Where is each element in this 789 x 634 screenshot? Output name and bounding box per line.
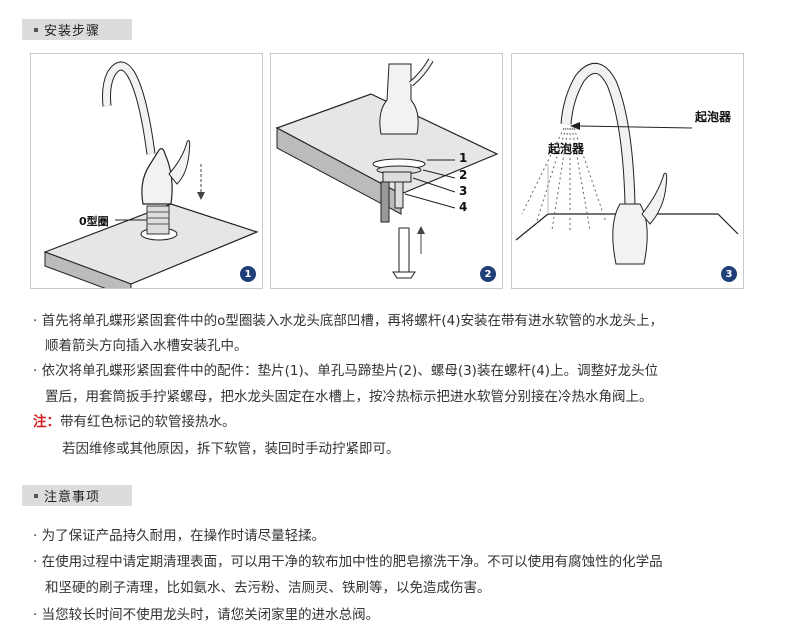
install-section-header: 安装步骤 [22,19,132,40]
notice-3: · 当您较长时间不使用龙头时，请您关闭家里的进水总阀。 [33,607,380,623]
part-1-label: 1 [459,151,468,165]
aerator-label: 起泡器 [695,110,732,124]
part-3-label: 3 [459,184,468,198]
step-3-illustration: 起泡器 起泡器 3 [511,53,744,289]
fixing-kit-drawing [275,58,499,279]
aerator-label-inner: 起泡器 [548,142,585,156]
install-section-title: 安装步骤 [44,24,101,39]
step-3-badge: 3 [721,266,737,282]
instruction-2-line2: 置后，用套筒扳手拧紧螺母，把水龙头固定在水槽上，按冷热标示把进水软管分别接在冷热… [45,389,653,405]
step-1-badge: 1 [240,266,256,282]
bullet-square-icon [34,493,38,498]
step-2-badge: 2 [480,266,496,282]
notice-section-header: 注意事项 [22,485,132,506]
faucet-install-drawing [43,61,259,288]
instruction-1-line1: · 首先将单孔蝶形紧固套件中的o型圈装入水龙头底部凹槽，再将螺杆(4)安装在带有… [33,313,663,329]
note-text-2: 若因维修或其他原因，拆下软管，装回时手动拧紧即可。 [62,441,400,457]
notice-section-title: 注意事项 [44,490,101,505]
note-label: 注： [33,414,60,430]
notice-2-line2: 和坚硬的刷子清理，比如氨水、去污粉、洁厕灵、铁刷等，以免造成伤害。 [45,580,491,596]
note-line: 注：带有红色标记的软管接热水。 [33,410,236,430]
step-1-illustration: 0型圈 1 [30,53,263,289]
notice-2-line1: · 在使用过程中请定期清理表面，可以用干净的软布加中性的肥皂擦洗干净。不可以使用… [33,554,663,570]
oring-label: 0型圈 [79,215,109,228]
step-2-illustration: 1 2 3 4 2 [270,53,503,289]
notice-1: · 为了保证产品持久耐用，在操作时请尽量轻揉。 [33,528,326,544]
part-2-label: 2 [459,168,468,182]
part-4-label: 4 [459,200,468,214]
instruction-1-line2: 顺着箭头方向插入水槽安装孔中。 [45,338,248,354]
note-text: 带有红色标记的软管接热水。 [60,414,236,430]
faucet-sink-drawing [515,63,739,265]
instruction-2-line1: · 依次将单孔蝶形紧固套件中的配件：垫片(1)、单孔马蹄垫片(2)、螺母(3)装… [33,363,659,379]
bullet-square-icon [34,27,38,32]
